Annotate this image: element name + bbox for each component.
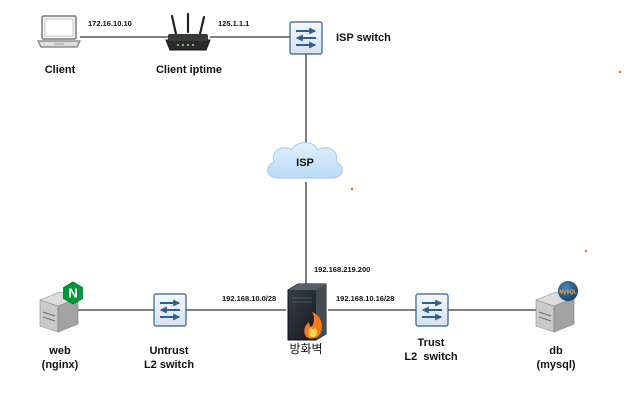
- untrust-switch-label-line2: L2 switch: [143, 359, 195, 371]
- router-icon: [165, 12, 211, 51]
- firewall-outside-ip-label: 192.168.219.200: [314, 265, 371, 274]
- trust-switch-label-line2: L2 switch: [404, 351, 458, 363]
- nginx-badge: N: [68, 286, 77, 301]
- decorative-dot: [618, 70, 622, 74]
- mysql-badge: MySQL: [559, 290, 576, 296]
- laptop-icon: [37, 15, 81, 48]
- nginx-icon: N: [63, 281, 83, 305]
- untrust-switch-icon: [153, 293, 187, 327]
- firewall-label: 방화벽: [289, 342, 323, 356]
- isp-switch-icon: [289, 21, 323, 55]
- web-label-line1: web: [49, 345, 71, 357]
- client-router-label: Client iptime: [155, 64, 223, 76]
- cloud-icon: [267, 142, 343, 179]
- trust-network-label: 192.168.10.16/28: [336, 294, 395, 303]
- client-ip-label: 172.16.10.10: [88, 19, 132, 28]
- db-label-line2: (mysql): [536, 359, 576, 371]
- trust-switch-icon: [415, 293, 449, 327]
- links: [78, 36, 536, 311]
- decorative-dot: [350, 187, 354, 191]
- isp-cloud-label: ISP: [296, 157, 314, 169]
- firewall-icon: [287, 283, 327, 341]
- web-label-line2: (nginx): [41, 359, 79, 371]
- client-label: Client: [44, 64, 76, 76]
- db-label: db (mysql): [536, 344, 575, 372]
- untrust-switch-label: Untrust L2 switch: [144, 344, 194, 372]
- mysql-icon: MySQL: [558, 281, 578, 301]
- isp-switch-label: ISP switch: [336, 32, 391, 44]
- web-label: web (nginx): [42, 344, 79, 372]
- wan-ip-label: 125.1.1.1: [218, 19, 250, 28]
- trust-switch-label: Trust L2 switch: [404, 336, 457, 364]
- trust-switch-label-line1: Trust: [417, 337, 445, 349]
- db-label-line1: db: [549, 345, 563, 357]
- server-icon: [39, 291, 79, 333]
- untrust-network-label: 192.168.10.0/28: [222, 294, 277, 303]
- decorative-dot: [584, 249, 588, 253]
- untrust-switch-label-line1: Untrust: [149, 345, 189, 357]
